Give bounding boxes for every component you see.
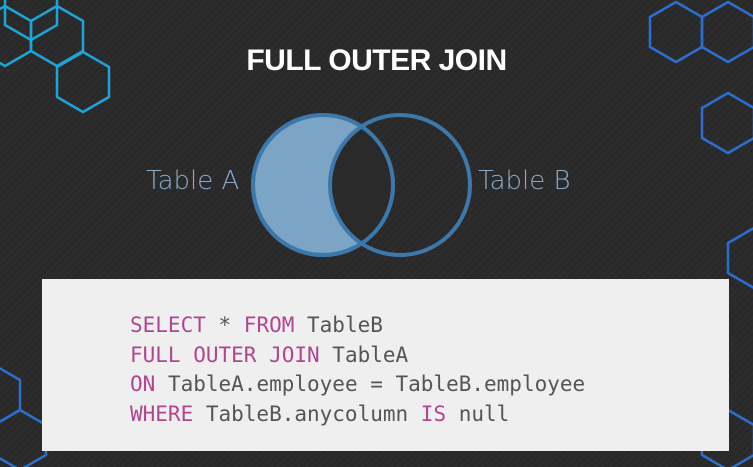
table-b-label: Table B (478, 166, 571, 196)
table-a-circle-outline (251, 113, 395, 257)
hexagon (0, 367, 22, 423)
page-title: FULL OUTER JOIN (246, 44, 507, 77)
keyword-on: ON (130, 372, 156, 396)
code-text: TableA (319, 342, 409, 367)
hexagon (700, 91, 753, 155)
table-b-circle (328, 113, 472, 257)
sql-code: SELECT * FROM TableB FULL OUTER JOIN Tab… (130, 311, 585, 429)
overlap-region (330, 115, 393, 255)
table-a-label: Table A (146, 166, 240, 196)
hexagon (0, 4, 33, 68)
hexagon (726, 227, 753, 289)
code-text: null (446, 401, 510, 426)
keyword-full-outer-join: FULL OUTER JOIN (130, 342, 320, 367)
code-text: TableB (294, 313, 383, 337)
keyword-where: WHERE (130, 401, 194, 426)
keyword-is: IS (420, 401, 447, 426)
hexagon (55, 50, 111, 114)
hexagon (3, 0, 59, 42)
sql-code-box: SELECT * FROM TableB FULL OUTER JOIN Tab… (42, 279, 729, 451)
keyword-select: SELECT (130, 313, 206, 337)
code-text: TableA.employee = TableB.employee (155, 372, 586, 396)
keyword-from: FROM (243, 313, 295, 337)
hexagon (700, 0, 753, 64)
code-text: TableB.anycolumn (193, 401, 421, 426)
code-text: * (205, 313, 244, 337)
